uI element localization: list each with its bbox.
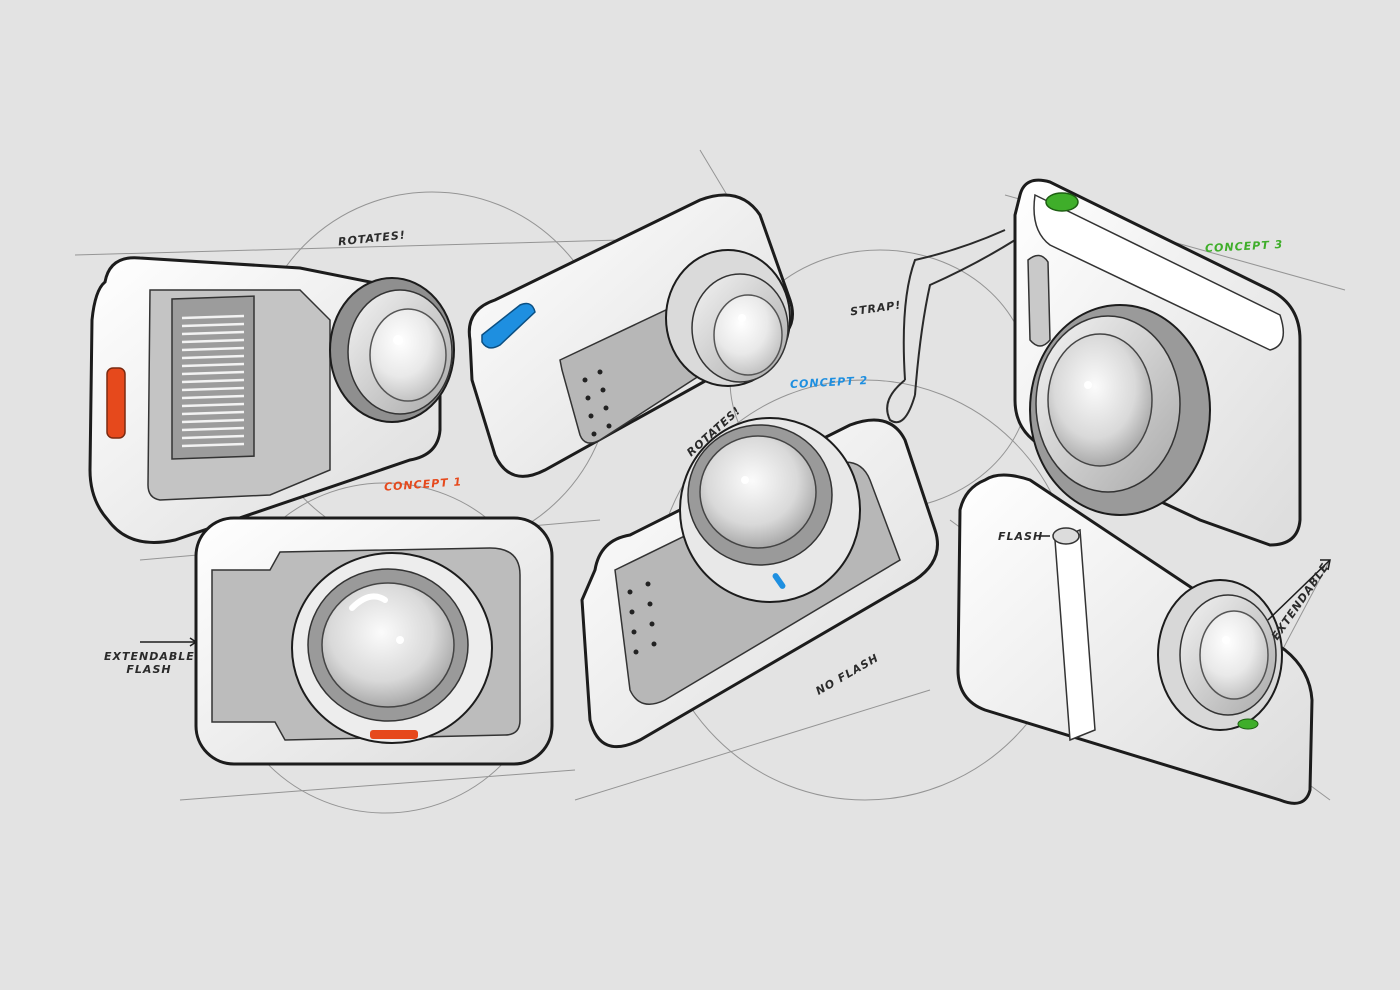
concept-1-back-view [88, 256, 455, 544]
concept-3-flash-view [956, 473, 1314, 805]
strap-drawing [886, 229, 1016, 424]
concept-3-top-view [1013, 178, 1302, 547]
annotation-extendable-flash: EXTENDABLE FLASH [104, 650, 194, 676]
annotation-extendable-flash-line1: EXTENDABLE [104, 650, 195, 663]
concept-1-front-view [194, 516, 554, 766]
annotation-extendable-flash-line2: FLASH [126, 663, 172, 676]
annotation-flash: FLASH [998, 530, 1044, 543]
concept-2-top-view [467, 193, 794, 478]
concept-2-angled-view [580, 417, 939, 749]
annotation-arrows [140, 535, 1331, 647]
